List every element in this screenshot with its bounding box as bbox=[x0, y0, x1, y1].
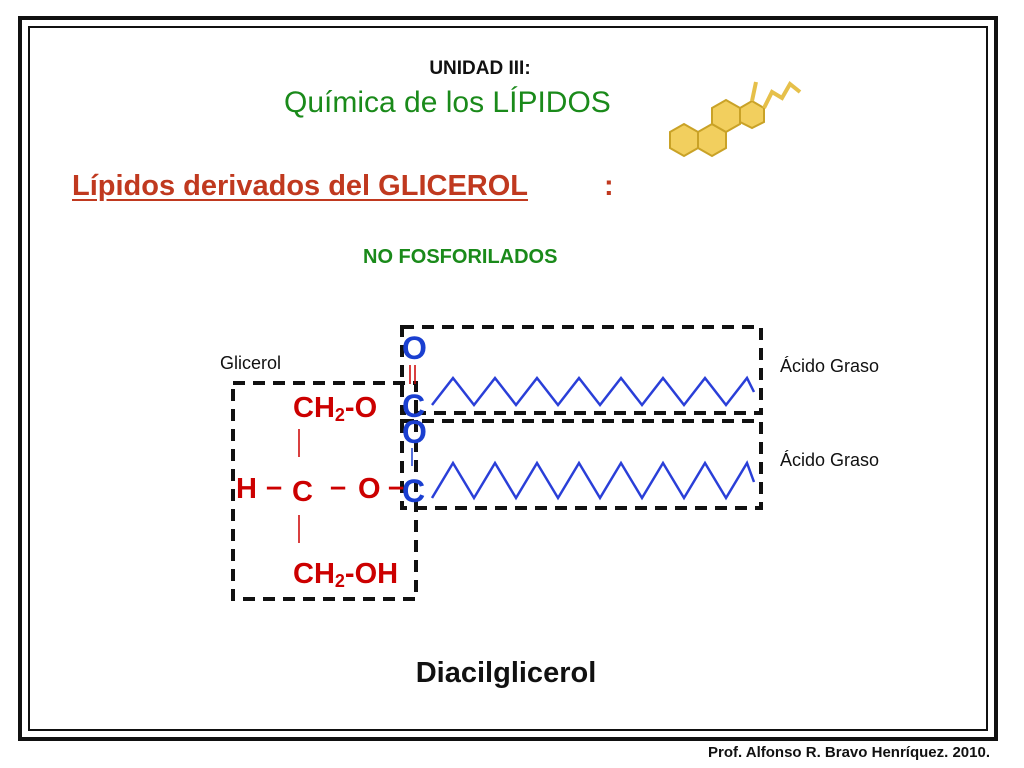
fatty-acid-1-dashed-box bbox=[400, 325, 763, 415]
carbonyl-oxygen-2: O bbox=[402, 414, 427, 450]
fatty-acid-chain-1 bbox=[431, 375, 756, 408]
carbonyl-oxygen-top: O bbox=[402, 330, 427, 366]
section-title-colon: : bbox=[604, 170, 614, 202]
central-carbon: C bbox=[292, 476, 313, 508]
slide-frame bbox=[18, 16, 998, 741]
bond-dash-right: – bbox=[330, 471, 347, 503]
section-subtitle: NO FOSFORILADOS bbox=[363, 246, 558, 268]
acyl-carbon-1: C bbox=[402, 388, 426, 424]
fatty-acid-label-1: Ácido Graso bbox=[780, 356, 880, 376]
fatty-acid-chain-2 bbox=[430, 460, 756, 501]
glycerol-label: Glicerol bbox=[220, 353, 282, 373]
section-title: Lípidos derivados del GLICEROL bbox=[72, 170, 528, 202]
steroid-logo-icon bbox=[669, 80, 802, 158]
unit-heading: UNIDAD III: bbox=[429, 58, 531, 79]
chapter-title: Química de los LÍPIDOS bbox=[284, 86, 611, 119]
fatty-acid-label-2: Ácido Graso bbox=[780, 450, 880, 470]
ch2-hydroxyl-bottom: CH2-OH bbox=[293, 558, 399, 591]
molecule-name: Diacilglicerol bbox=[415, 657, 597, 689]
bond-dash-left: – bbox=[266, 471, 283, 503]
glycerol-dashed-box bbox=[231, 381, 418, 601]
slide-inner-border bbox=[28, 26, 988, 731]
ester-oxygen-center: O bbox=[358, 473, 381, 505]
footer-credit: Prof. Alfonso R. Bravo Henríquez. 2010. bbox=[707, 744, 990, 761]
fatty-acid-2-dashed-box bbox=[400, 419, 763, 510]
ch2-ester-top: CH2-O bbox=[293, 392, 378, 425]
acyl-carbon-2: C bbox=[402, 473, 426, 509]
hydrogen-atom: H bbox=[236, 473, 257, 505]
bond-dash-acyl: – bbox=[388, 471, 405, 503]
